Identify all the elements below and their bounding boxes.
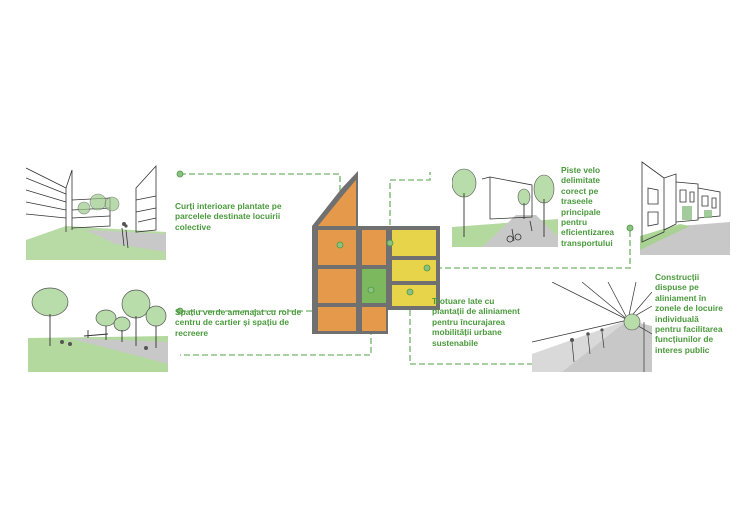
plan-parcel-orange [318,307,356,331]
plan-parcel-orange [362,230,386,265]
street-facade-sketch [640,161,730,255]
courtyard-sketch [26,164,166,260]
plan-parcel-orange [318,269,356,303]
plan-parcel-orange [318,180,356,226]
label-green-space: Spațiu verde amenajat cu rol de centru d… [175,307,302,338]
connector-dot [423,264,431,272]
label-bike-lanes: Piste velo delimitate corect pe traseele… [561,165,615,248]
plan-parcel-yellow [392,230,436,256]
connector-dot [626,224,634,232]
connector-dot [336,241,344,249]
bike-lane-sketch [452,168,558,247]
plan-parcel-yellow [392,260,436,281]
label-courtyards: Curți interioare plantate pe parcelele d… [175,201,282,232]
label-construction: Construcții dispuse pe aliniament în zon… [655,272,723,355]
connector-dot [406,288,414,296]
park-sketch [28,287,168,372]
connector-dot [176,170,184,178]
plan-parcel-yellow [392,285,436,306]
plan-parcel-orange [362,307,386,331]
label-sidewalks: Trotuare late cu plantații de aliniament… [432,296,520,348]
connector-construction [427,228,631,269]
connector-dot [367,286,375,294]
sidewalk-sketch [532,282,652,372]
connector-dot [386,239,394,247]
connector-dot [176,307,184,315]
connector-bike-lanes [389,172,431,243]
plan-parcel-green [362,269,386,303]
plan-parcel-orange [318,230,356,265]
